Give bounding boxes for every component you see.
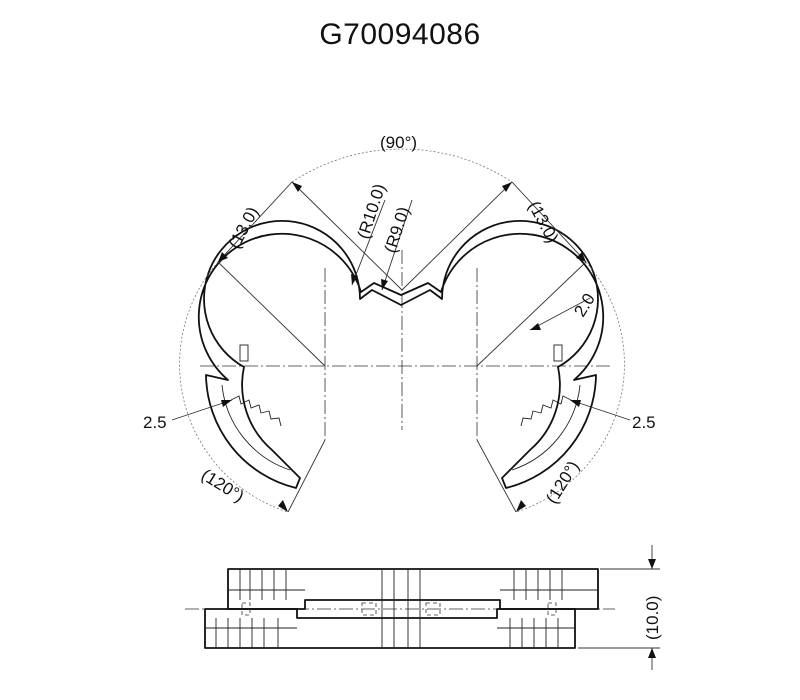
r10-leader xyxy=(351,199,386,286)
angle-90-arc xyxy=(291,148,513,183)
angle-120-right-label: (120°) xyxy=(542,458,583,507)
radius-left-leader xyxy=(217,261,326,367)
side-view-lower-body xyxy=(204,608,576,649)
side-view-hidden-lines xyxy=(241,602,557,616)
radius-left-extension xyxy=(217,181,293,263)
angle-120-right-arc xyxy=(515,261,625,513)
angle-90-leader-left xyxy=(291,181,403,291)
radius-right-extension xyxy=(511,181,587,263)
angle-120-left-leader xyxy=(287,439,326,513)
angle-90-leader-right xyxy=(401,181,513,291)
r10-arrow xyxy=(351,274,358,285)
angle-90-arrow-left xyxy=(292,182,302,192)
wall-thickness-label: 2.0 xyxy=(570,290,599,320)
side-view-upper-body xyxy=(227,568,599,610)
angle-120-left-arrow xyxy=(278,500,288,512)
side-view-right-lines xyxy=(497,569,598,648)
r9-arrow xyxy=(381,279,388,290)
clip-outline xyxy=(197,219,605,489)
right-latch-bump xyxy=(553,344,563,362)
top-view: (90°) (13.0) (13.0) (R10.0) (R9.0) 2.0 2… xyxy=(143,133,656,513)
side-view-center-lines xyxy=(381,569,421,648)
left-latch-bump xyxy=(239,344,249,362)
angle-120-left-arc xyxy=(179,261,289,513)
r9-label: (R9.0) xyxy=(381,204,414,255)
height-arrow-bottom xyxy=(648,648,656,658)
radius-right-arrow xyxy=(576,252,586,262)
jaw-right-label: 2.5 xyxy=(632,413,656,432)
side-view-left-lines xyxy=(205,569,305,648)
angle-120-right-leader xyxy=(476,439,517,513)
right-jaw-inner-line xyxy=(511,384,581,471)
radius-left-label: (13.0) xyxy=(225,204,263,252)
angle-120-right-arrow xyxy=(516,500,526,512)
left-jaw-inner-line xyxy=(221,384,291,471)
radius-left-arrow xyxy=(218,252,228,262)
side-view: (10.0) xyxy=(185,545,662,670)
height-arrow-top xyxy=(648,559,656,569)
right-jaw-teeth xyxy=(520,395,572,427)
left-jaw-teeth xyxy=(230,395,282,427)
height-label: (10.0) xyxy=(643,596,662,640)
angle-90-arrow-right xyxy=(502,182,512,192)
jaw-left-arrow xyxy=(221,400,232,407)
jaw-left-label: 2.5 xyxy=(143,413,167,432)
wall-thickness-arrow xyxy=(530,323,541,330)
r10-label: (R10.0) xyxy=(354,181,390,241)
radius-right-leader xyxy=(476,261,587,367)
r9-leader xyxy=(381,199,413,291)
jaw-right-arrow xyxy=(570,400,581,407)
wall-thickness-leader xyxy=(529,297,591,331)
part-number-title: G70094086 xyxy=(319,18,481,51)
angle-90-label: (90°) xyxy=(380,133,417,152)
